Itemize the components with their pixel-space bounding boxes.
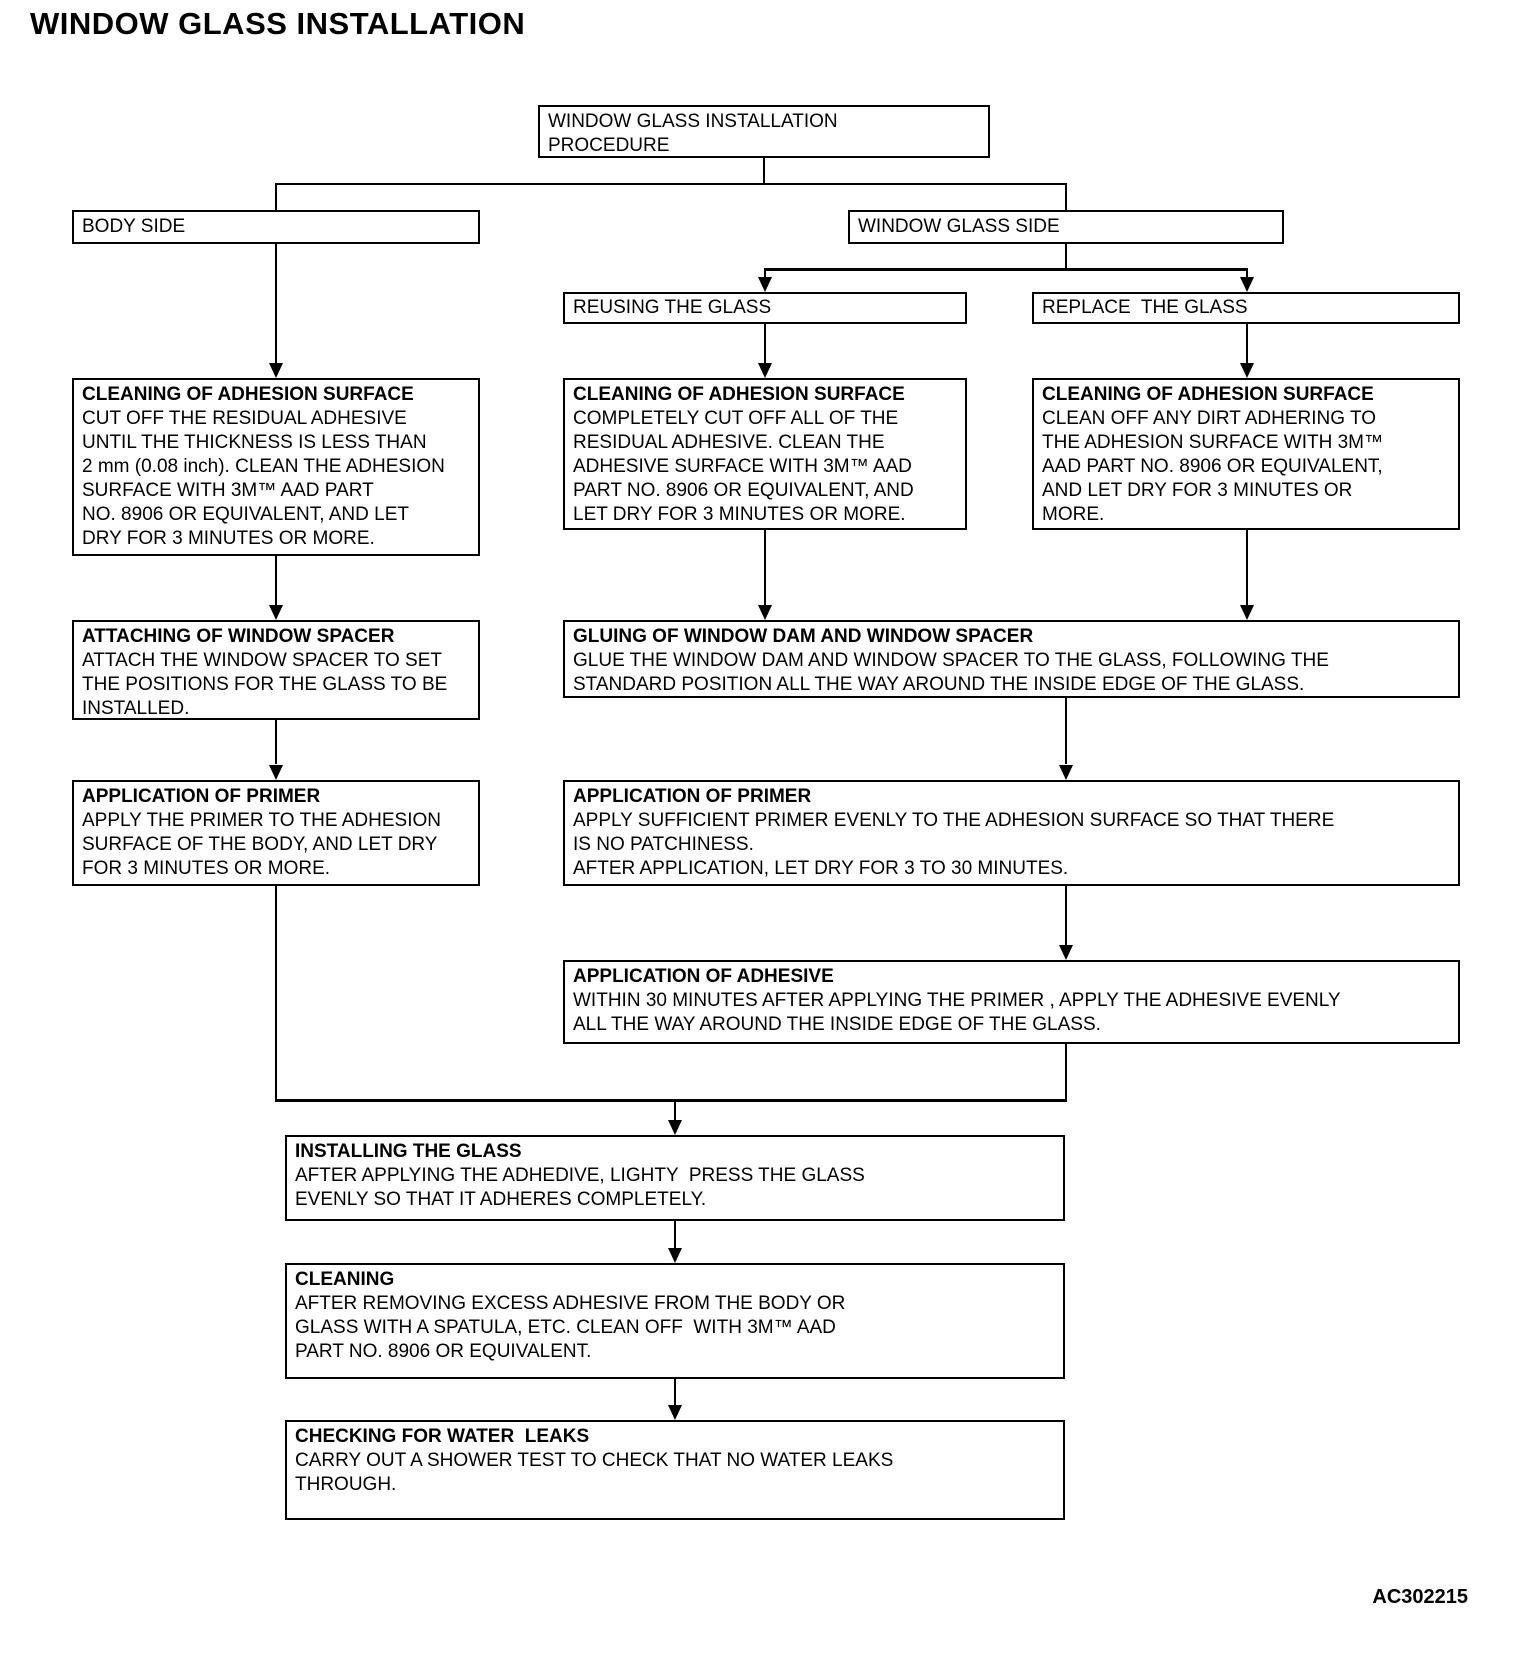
node-label: REUSING THE GLASS: [573, 297, 772, 318]
connector-line: [763, 157, 765, 185]
connector-line: [275, 886, 277, 1102]
node-body: ATTACH THE WINDOW SPACER TO SET THE POSI…: [82, 650, 448, 719]
node-label: WINDOW GLASS SIDE: [858, 216, 1060, 237]
node-body-side: BODY SIDE: [72, 210, 480, 244]
node-heading: CLEANING OF ADHESION SURFACE: [1042, 384, 1374, 405]
connector-line: [1065, 183, 1067, 212]
node-heading: APPLICATION OF PRIMER: [82, 786, 321, 807]
arrow-down-icon: [1240, 605, 1254, 620]
node-label: REPLACE THE GLASS: [1042, 297, 1248, 318]
node-application-adhesive: APPLICATION OF ADHESIVE WITHIN 30 MINUTE…: [563, 960, 1460, 1044]
connector-line: [1065, 1044, 1067, 1102]
page-title: WINDOW GLASS INSTALLATION: [30, 6, 526, 41]
connector-line: [674, 1221, 676, 1248]
node-body: WITHIN 30 MINUTES AFTER APPLYING THE PRI…: [573, 990, 1341, 1035]
connector-line: [674, 1379, 676, 1405]
node-heading: ATTACHING OF WINDOW SPACER: [82, 626, 395, 647]
connector-line: [764, 530, 766, 605]
arrow-down-icon: [1059, 945, 1073, 960]
node-heading: APPLICATION OF PRIMER: [573, 786, 812, 807]
node-heading: CLEANING OF ADHESION SURFACE: [82, 384, 414, 405]
connector-line: [1246, 324, 1248, 363]
connector-line: [1065, 698, 1067, 764]
node-body: APPLY THE PRIMER TO THE ADHESION SURFACE…: [82, 810, 441, 879]
node-body: CARRY OUT A SHOWER TEST TO CHECK THAT NO…: [295, 1450, 894, 1495]
node-gluing-window-dam-spacer: GLUING OF WINDOW DAM AND WINDOW SPACER G…: [563, 620, 1460, 698]
arrow-down-icon: [269, 765, 283, 780]
node-window-glass-side: WINDOW GLASS SIDE: [848, 210, 1284, 244]
arrow-down-icon: [758, 277, 772, 292]
node-body: CUT OFF THE RESIDUAL ADHESIVE UNTIL THE …: [82, 408, 445, 549]
node-replace-the-glass: REPLACE THE GLASS: [1032, 292, 1460, 324]
connector-line: [1246, 530, 1248, 605]
arrow-down-icon: [269, 605, 283, 620]
node-application-primer-body: APPLICATION OF PRIMER APPLY THE PRIMER T…: [72, 780, 480, 886]
arrow-down-icon: [1240, 363, 1254, 378]
node-label: WINDOW GLASS INSTALLATION PROCEDURE: [548, 111, 838, 156]
connector-line: [1065, 886, 1067, 945]
node-heading: INSTALLING THE GLASS: [295, 1141, 522, 1162]
node-body: AFTER APPLYING THE ADHEDIVE, LIGHTY PRES…: [295, 1165, 865, 1210]
connector-line: [674, 1102, 676, 1120]
node-application-primer-glass: APPLICATION OF PRIMER APPLY SUFFICIENT P…: [563, 780, 1460, 886]
connector-line: [764, 268, 1248, 271]
arrow-down-icon: [758, 605, 772, 620]
node-heading: CLEANING: [295, 1269, 395, 1290]
arrow-down-icon: [758, 363, 772, 378]
node-attaching-window-spacer: ATTACHING OF WINDOW SPACER ATTACH THE WI…: [72, 620, 480, 720]
figure-code: AC302215: [1372, 1586, 1468, 1608]
arrow-down-icon: [668, 1405, 682, 1420]
arrow-down-icon: [668, 1248, 682, 1263]
arrow-down-icon: [1240, 277, 1254, 292]
connector-line: [275, 720, 277, 764]
arrow-down-icon: [269, 363, 283, 378]
node-heading: APPLICATION OF ADHESIVE: [573, 966, 834, 987]
node-checking-water-leaks: CHECKING FOR WATER LEAKS CARRY OUT A SHO…: [285, 1420, 1065, 1520]
node-body: AFTER REMOVING EXCESS ADHESIVE FROM THE …: [295, 1293, 846, 1362]
node-body: COMPLETELY CUT OFF ALL OF THE RESIDUAL A…: [573, 408, 914, 525]
connector-line: [275, 556, 277, 605]
connector-line: [1246, 268, 1248, 278]
node-procedure: WINDOW GLASS INSTALLATION PROCEDURE: [538, 105, 990, 158]
node-heading: CHECKING FOR WATER LEAKS: [295, 1426, 590, 1447]
connector-line: [1065, 244, 1067, 270]
node-cleaning-adhesion-reuse: CLEANING OF ADHESION SURFACE COMPLETELY …: [563, 378, 967, 530]
node-body: CLEAN OFF ANY DIRT ADHERING TO THE ADHES…: [1042, 408, 1383, 525]
arrow-down-icon: [668, 1120, 682, 1135]
connector-line: [275, 244, 277, 363]
node-body: GLUE THE WINDOW DAM AND WINDOW SPACER TO…: [573, 650, 1329, 695]
node-reusing-the-glass: REUSING THE GLASS: [563, 292, 967, 324]
arrow-down-icon: [1059, 765, 1073, 780]
connector-line: [764, 324, 766, 363]
node-label: BODY SIDE: [82, 216, 186, 237]
node-heading: CLEANING OF ADHESION SURFACE: [573, 384, 905, 405]
node-cleaning: CLEANING AFTER REMOVING EXCESS ADHESIVE …: [285, 1263, 1065, 1379]
node-body: APPLY SUFFICIENT PRIMER EVENLY TO THE AD…: [573, 810, 1335, 879]
connector-line: [275, 183, 277, 212]
node-cleaning-adhesion-body: CLEANING OF ADHESION SURFACE CUT OFF THE…: [72, 378, 480, 556]
connector-line: [764, 268, 766, 278]
connector-line: [275, 1099, 1067, 1102]
connector-line: [275, 183, 1067, 185]
node-heading: GLUING OF WINDOW DAM AND WINDOW SPACER: [573, 626, 1034, 647]
node-installing-the-glass: INSTALLING THE GLASS AFTER APPLYING THE …: [285, 1135, 1065, 1221]
node-cleaning-adhesion-replace: CLEANING OF ADHESION SURFACE CLEAN OFF A…: [1032, 378, 1460, 530]
